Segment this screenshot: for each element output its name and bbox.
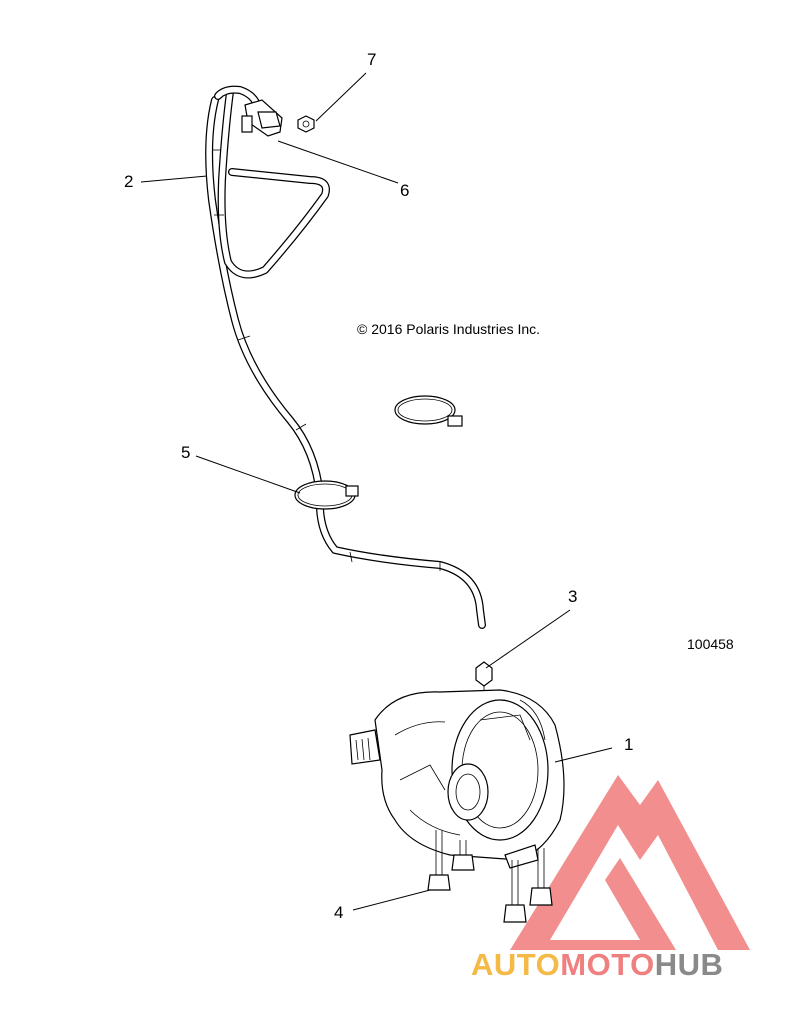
callout-3: 3 [568,587,577,606]
watermark-wordmark: AUTOMOTOHUB [471,947,723,982]
watermark-logo [510,775,750,950]
hose-fitting [241,99,283,137]
callout-1: 1 [624,735,633,754]
callout-4: 4 [334,903,343,922]
document-number: 100458 [687,636,734,652]
callout-2: 2 [124,172,133,191]
gearcase [349,689,565,869]
callout-7: 7 [367,50,376,69]
watermark-triangle-icon [510,775,750,950]
fitting-part-3 [475,661,493,692]
nut [297,115,315,133]
loose-strap-clamp [394,395,463,427]
bolt [427,830,451,891]
callout-5: 5 [181,443,190,462]
vent-hose [205,85,486,629]
watermark-part-a: AUTO [471,947,560,982]
bolt [529,848,553,906]
callout-6: 6 [400,181,409,200]
bolt [503,860,527,923]
bolts [427,830,553,923]
watermark-part-c: HUB [655,947,724,982]
watermark-part-b: MOTO [560,947,654,982]
bolt [451,840,475,871]
leader-lines [140,72,613,911]
hose-strap-clamp [294,480,359,510]
copyright-notice: © 2016 Polaris Industries Inc. [357,321,540,337]
